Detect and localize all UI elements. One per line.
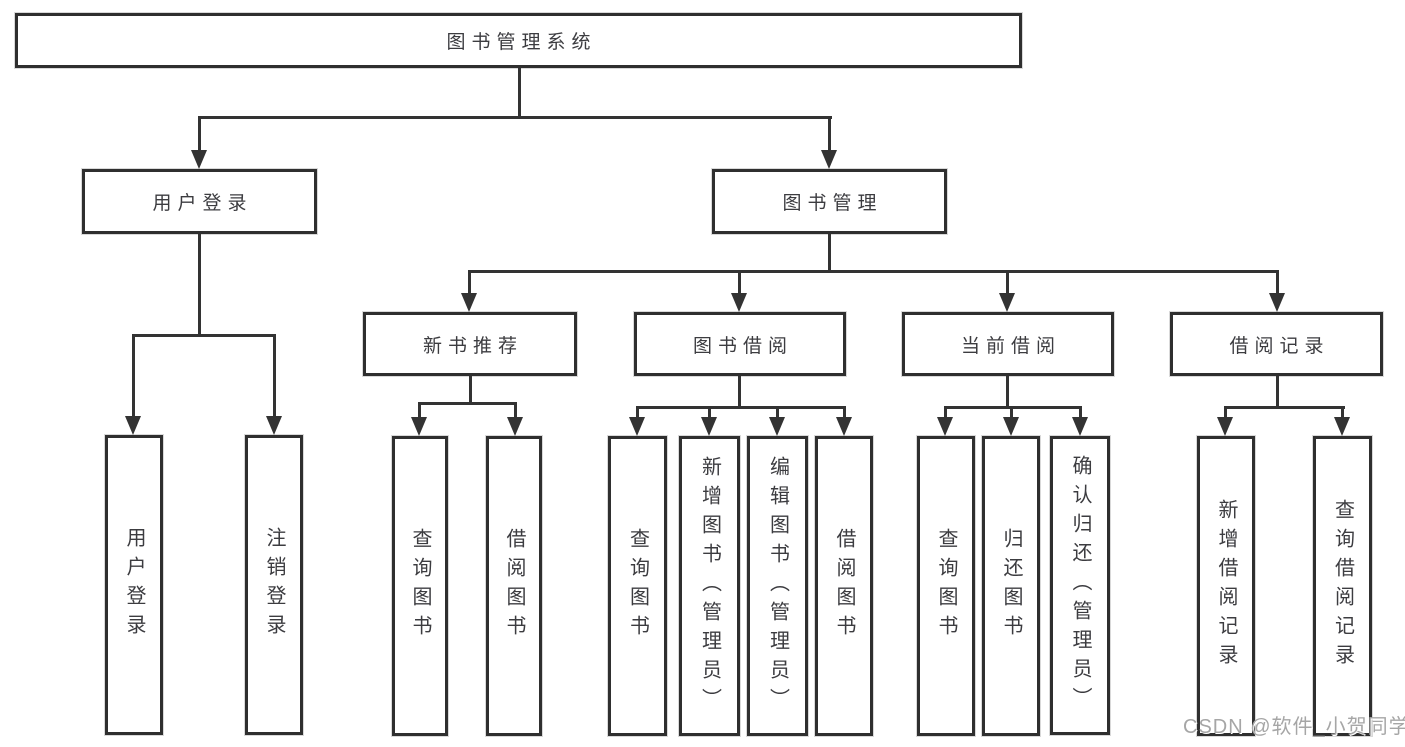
arrow-down-icon: [191, 150, 207, 169]
csdn-watermark: CSDN @软件_小贺同学: [1183, 716, 1405, 738]
arrow-down-icon: [461, 293, 477, 312]
arrow-down-icon: [836, 417, 852, 436]
leaf-query-books-2: 查询图书: [608, 436, 667, 736]
leaf-logout: 注销登录: [245, 435, 303, 735]
arrow-down-icon: [411, 417, 427, 436]
connector-line: [1006, 270, 1009, 294]
connector-line: [132, 334, 135, 417]
connector-line: [944, 406, 947, 419]
leaf-borrow-books-1: 借阅图书: [486, 436, 542, 736]
node-new-book-recommend: 新书推荐: [363, 312, 577, 376]
connector-line: [518, 68, 521, 118]
node-borrowing-records: 借阅记录: [1170, 312, 1383, 376]
arrow-down-icon: [1003, 417, 1019, 436]
node-book-borrowing: 图书借阅: [634, 312, 846, 376]
arrow-down-icon: [1334, 417, 1350, 436]
arrow-down-icon: [1217, 417, 1233, 436]
arrow-down-icon: [1072, 417, 1088, 436]
connector-line: [198, 116, 201, 152]
connector-line: [418, 402, 421, 419]
arrow-down-icon: [731, 293, 747, 312]
connector-line: [418, 402, 517, 405]
connector-line: [708, 406, 711, 419]
arrow-down-icon: [507, 417, 523, 436]
connector-line: [1006, 376, 1009, 408]
connector-line: [468, 270, 471, 294]
leaf-add-books-admin: 新增图书（管理员）: [679, 436, 740, 736]
arrow-down-icon: [999, 293, 1015, 312]
node-book-management: 图书管理: [712, 169, 947, 234]
connector-line: [469, 376, 472, 404]
arrow-down-icon: [701, 417, 717, 436]
connector-line: [1276, 376, 1279, 408]
connector-line: [944, 406, 1082, 409]
leaf-edit-books-admin: 编辑图书（管理员）: [747, 436, 808, 736]
connector-line: [1079, 406, 1082, 419]
connector-line: [132, 334, 276, 337]
connector-line: [1224, 406, 1345, 409]
connector-line: [828, 234, 831, 273]
leaf-query-books-1: 查询图书: [392, 436, 448, 736]
connector-line: [514, 402, 517, 419]
connector-line: [198, 234, 201, 336]
leaf-query-books-3: 查询图书: [917, 436, 975, 736]
leaf-return-books: 归还图书: [982, 436, 1040, 736]
leaf-confirm-return-admin: 确认归还（管理员）: [1050, 436, 1110, 735]
connector-line: [1276, 270, 1279, 294]
connector-line: [828, 116, 831, 152]
leaf-borrow-books-2: 借阅图书: [815, 436, 873, 736]
node-current-borrowing: 当前借阅: [902, 312, 1114, 376]
arrow-down-icon: [629, 417, 645, 436]
arrow-down-icon: [937, 417, 953, 436]
connector-line: [636, 406, 639, 419]
node-root-library-system: 图书管理系统: [15, 13, 1022, 68]
leaf-query-borrow-record: 查询借阅记录: [1313, 436, 1372, 736]
arrow-down-icon: [1269, 293, 1285, 312]
leaf-user-login: 用户登录: [105, 435, 163, 735]
connector-line: [738, 270, 741, 294]
node-user-login: 用户登录: [82, 169, 317, 234]
connector-line: [1010, 406, 1013, 419]
connector-line: [273, 334, 276, 417]
arrow-down-icon: [821, 150, 837, 169]
arrow-down-icon: [125, 416, 141, 435]
connector-line: [1341, 406, 1344, 419]
connector-line: [1224, 406, 1227, 419]
arrow-down-icon: [266, 416, 282, 435]
connector-line: [636, 406, 846, 409]
connector-line: [738, 376, 741, 408]
connector-line: [198, 116, 832, 119]
leaf-add-borrow-record: 新增借阅记录: [1197, 436, 1255, 736]
connector-line: [776, 406, 779, 419]
connector-line: [468, 270, 1279, 273]
arrow-down-icon: [769, 417, 785, 436]
connector-line: [843, 406, 846, 419]
